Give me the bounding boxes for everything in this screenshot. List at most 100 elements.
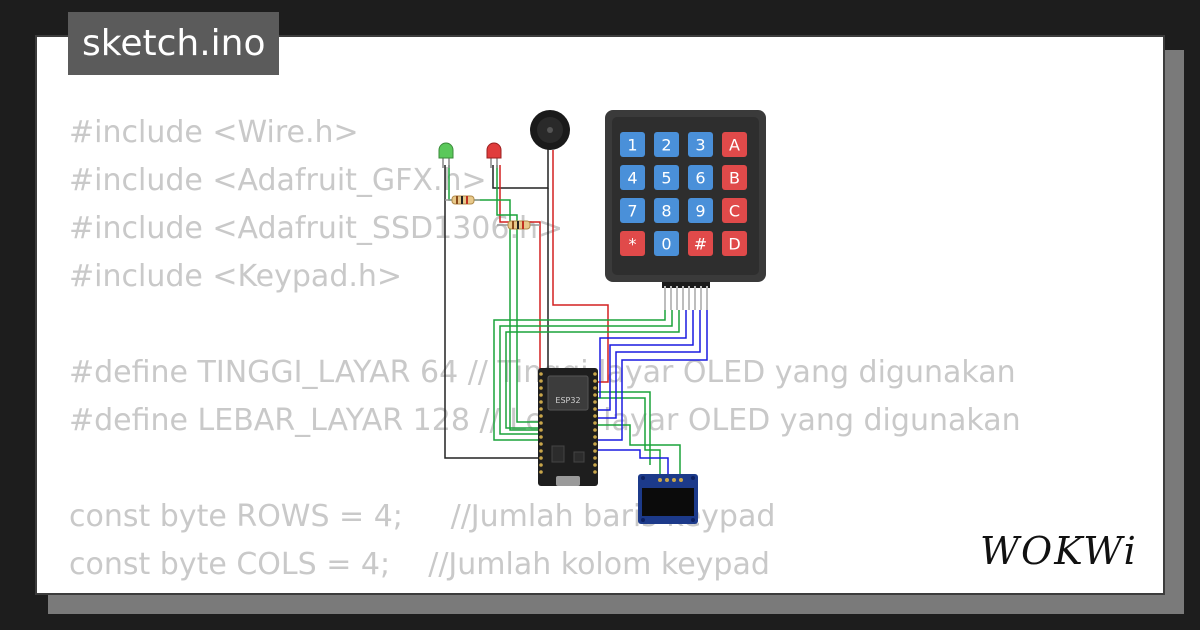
- esp32-pin: [539, 386, 543, 390]
- keypad-key-label: 2: [661, 136, 671, 155]
- keypad-pin: [682, 286, 684, 310]
- esp32-pin: [539, 435, 543, 439]
- esp32-pin: [539, 414, 543, 418]
- esp32-pin: [539, 372, 543, 376]
- esp32-label: ESP32: [555, 396, 580, 405]
- keypad-pin: [706, 286, 708, 310]
- keypad-key[interactable]: 0: [654, 231, 679, 256]
- keypad-key-label: 4: [627, 169, 637, 188]
- keypad-key-label: 9: [695, 202, 705, 221]
- keypad-key-label: 8: [661, 202, 671, 221]
- wires: [444, 140, 708, 474]
- wire-blue: [598, 310, 701, 419]
- keypad-pin: [688, 286, 690, 310]
- preview-card: #include <Wire.h> #include <Adafruit_GFX…: [35, 35, 1165, 595]
- esp32-pin: [593, 407, 597, 411]
- keypad-key[interactable]: #: [688, 231, 713, 256]
- esp32-pin: [539, 421, 543, 425]
- keypad-key-label: 3: [695, 136, 705, 155]
- keypad-key-label: C: [729, 202, 740, 221]
- keypad-key-label: B: [729, 169, 740, 188]
- esp32-pin: [539, 463, 543, 467]
- esp32-pin: [593, 414, 597, 418]
- esp32-pin: [593, 421, 597, 425]
- keypad-key-label: 5: [661, 169, 671, 188]
- keypad-pin: [694, 286, 696, 310]
- code-line: #include <Wire.h>: [69, 115, 359, 150]
- keypad-pin: [664, 286, 666, 310]
- wire-green: [496, 165, 538, 423]
- keypad-key-label: 7: [627, 202, 637, 221]
- wire-blue: [598, 310, 694, 411]
- keypad-key[interactable]: 9: [688, 198, 713, 223]
- esp32-pin: [539, 393, 543, 397]
- wire-blue: [598, 310, 708, 441]
- keypad-key-label: 1: [627, 136, 637, 155]
- keypad-key[interactable]: 6: [688, 165, 713, 190]
- keypad[interactable]: 1 2 3 A 4 5 6 B 7 8 9 C * 0 # D: [605, 110, 766, 310]
- esp32-pin: [539, 449, 543, 453]
- wire-green: [505, 310, 680, 429]
- keypad-key-label: A: [729, 136, 740, 155]
- led-green[interactable]: [438, 142, 454, 168]
- keypad-key[interactable]: 1: [620, 132, 645, 157]
- esp32-board[interactable]: ESP32: [538, 368, 598, 486]
- wire-green: [448, 165, 538, 431]
- esp32-pin: [539, 400, 543, 404]
- esp32-pin: [593, 456, 597, 460]
- keypad-key[interactable]: 5: [654, 165, 679, 190]
- wire-black: [444, 165, 538, 459]
- oled-pin: [658, 478, 662, 482]
- wire-green: [598, 424, 681, 474]
- wire-red: [552, 150, 609, 383]
- keypad-key-label: D: [728, 235, 740, 254]
- keypad-key[interactable]: 3: [688, 132, 713, 157]
- keypad-key[interactable]: 8: [654, 198, 679, 223]
- esp32-pin: [539, 379, 543, 383]
- keypad-key-label: 0: [661, 235, 671, 254]
- esp32-pin: [593, 400, 597, 404]
- resistor[interactable]: [497, 220, 540, 230]
- keypad-pin: [700, 286, 702, 310]
- oled-pin: [665, 478, 669, 482]
- buzzer[interactable]: [530, 110, 570, 150]
- resistor[interactable]: [445, 195, 480, 205]
- esp32-pin: [539, 442, 543, 446]
- keypad-key[interactable]: B: [722, 165, 747, 190]
- wokwi-logo-text: WOKWi: [980, 529, 1138, 573]
- esp32-pin: [593, 463, 597, 467]
- code-line: #include <Adafruit_GFX.h>: [69, 163, 487, 198]
- esp32-pin: [539, 407, 543, 411]
- keypad-key[interactable]: A: [722, 132, 747, 157]
- wire-green: [493, 310, 666, 441]
- led-red[interactable]: [486, 142, 502, 168]
- file-name-tab[interactable]: sketch.ino: [68, 12, 280, 75]
- oled-display[interactable]: [638, 474, 698, 524]
- keypad-pin: [670, 286, 672, 310]
- keypad-key[interactable]: 7: [620, 198, 645, 223]
- keypad-key[interactable]: C: [722, 198, 747, 223]
- wire-green: [598, 391, 651, 465]
- oled-pin: [679, 478, 683, 482]
- keypad-key[interactable]: D: [722, 231, 747, 256]
- esp32-pin: [593, 372, 597, 376]
- keypad-key[interactable]: *: [620, 231, 645, 256]
- wire-black: [492, 140, 549, 189]
- esp32-pin: [593, 442, 597, 446]
- keypad-key-label: 6: [695, 169, 705, 188]
- keypad-key[interactable]: 2: [654, 132, 679, 157]
- esp32-pin: [593, 379, 597, 383]
- code-line: const byte COLS = 4; //Jumlah kolom keyp…: [69, 547, 770, 582]
- code-line: #include <Keypad.h>: [69, 259, 403, 294]
- code-line: #include <Adafruit_SSD1306.h>: [69, 211, 564, 246]
- esp32-pin: [593, 386, 597, 390]
- oled-pin: [672, 478, 676, 482]
- wire-blue: [598, 449, 669, 474]
- keypad-key-label: *: [629, 235, 637, 254]
- keypad-pin: [676, 286, 678, 310]
- wokwi-logo[interactable]: WOKWi: [978, 524, 1148, 576]
- keypad-key[interactable]: 4: [620, 165, 645, 190]
- esp32-pin: [593, 449, 597, 453]
- esp32-pin: [593, 428, 597, 432]
